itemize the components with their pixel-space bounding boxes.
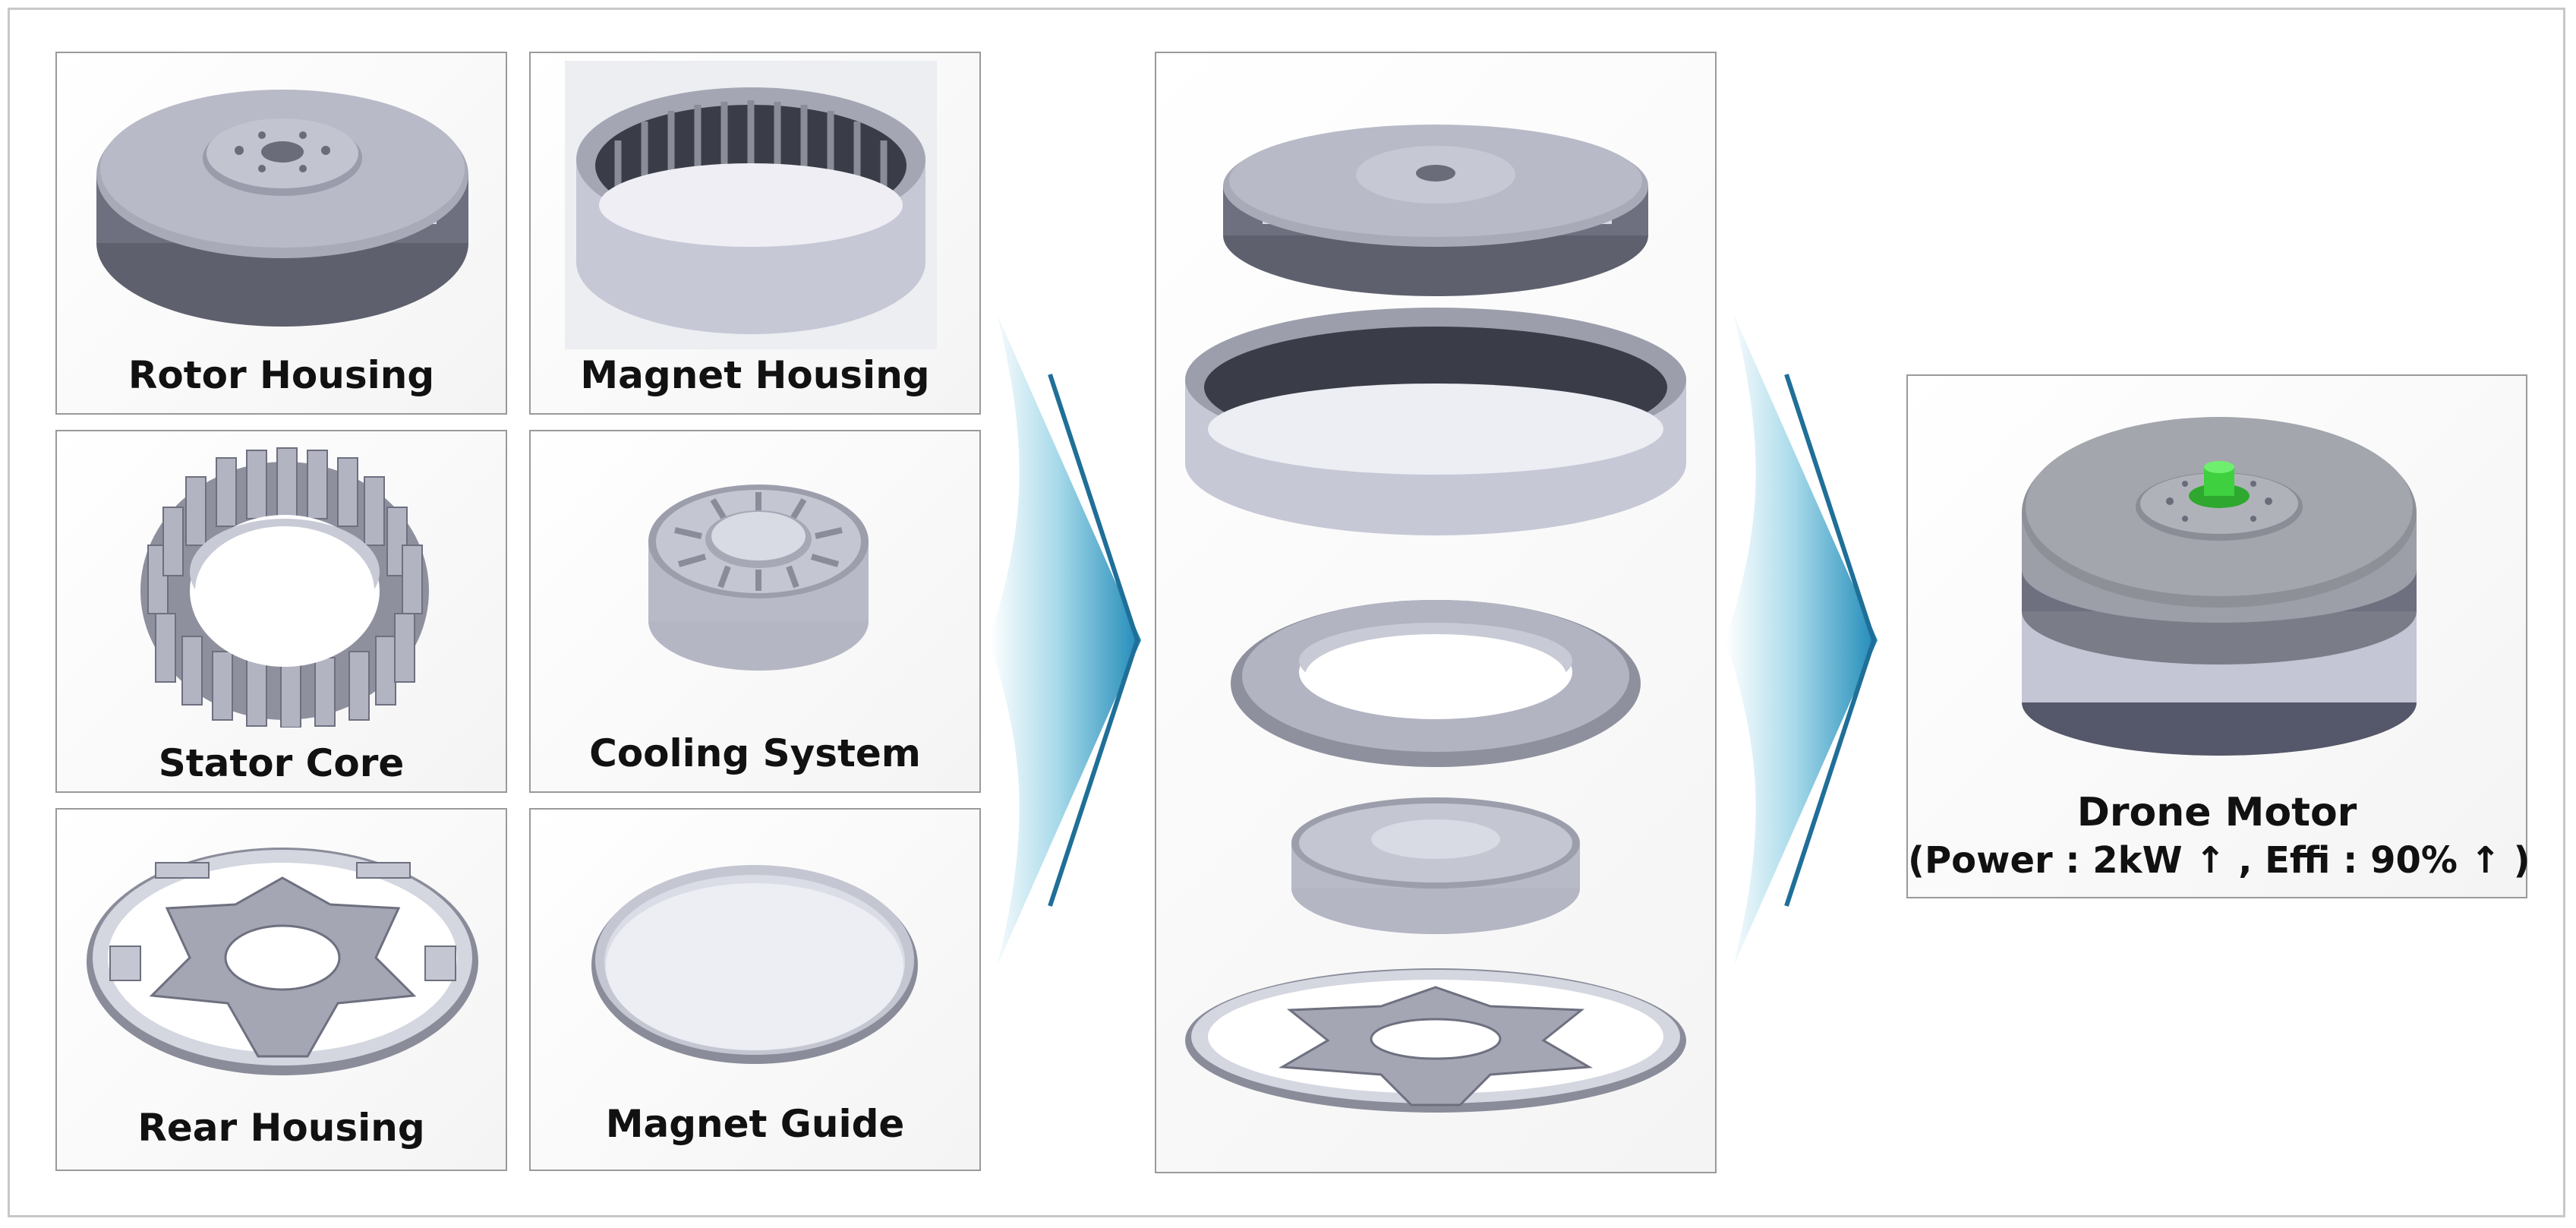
arrow-to-product-icon <box>1726 314 1878 967</box>
rotor-housing-label: Rotor Housing <box>128 353 435 397</box>
drone-motor-image <box>2022 417 2417 756</box>
rear-housing-panel: Rear Housing <box>55 808 507 1171</box>
magnet-guide-image <box>591 865 918 1064</box>
cooling-system-panel: Cooling System <box>529 430 981 793</box>
drone-motor-title: Drone Motor <box>2076 790 2357 835</box>
exploded-assembly-image <box>1185 125 1686 1113</box>
cooling-system-label: Cooling System <box>589 731 921 775</box>
diagram-frame: Rotor Housing Magnet <box>8 8 2565 1217</box>
rear-housing-image <box>87 848 478 1075</box>
magnet-housing-panel: Magnet Housing <box>529 52 981 415</box>
stator-core-image <box>140 447 429 728</box>
stator-core-label: Stator Core <box>158 741 405 785</box>
rotor-housing-panel: Rotor Housing <box>55 52 507 415</box>
magnet-housing-label: Magnet Housing <box>580 353 930 397</box>
drone-motor-panel: Drone Motor (Power : 2kW ↑ , Effi : 90% … <box>1906 374 2530 898</box>
exploded-assembly-panel <box>1155 52 1717 1173</box>
rear-housing-label: Rear Housing <box>137 1106 425 1150</box>
rotor-housing-image <box>96 90 468 327</box>
stator-core-panel: Stator Core <box>55 430 507 793</box>
magnet-guide-panel: Magnet Guide <box>529 808 981 1171</box>
magnet-housing-image <box>565 61 937 349</box>
cooling-system-image <box>648 485 869 671</box>
magnet-guide-label: Magnet Guide <box>605 1102 905 1146</box>
drone-motor-spec: (Power : 2kW ↑ , Effi : 90% ↑ ) <box>1908 839 2530 882</box>
arrow-to-assembly-icon <box>989 314 1141 967</box>
